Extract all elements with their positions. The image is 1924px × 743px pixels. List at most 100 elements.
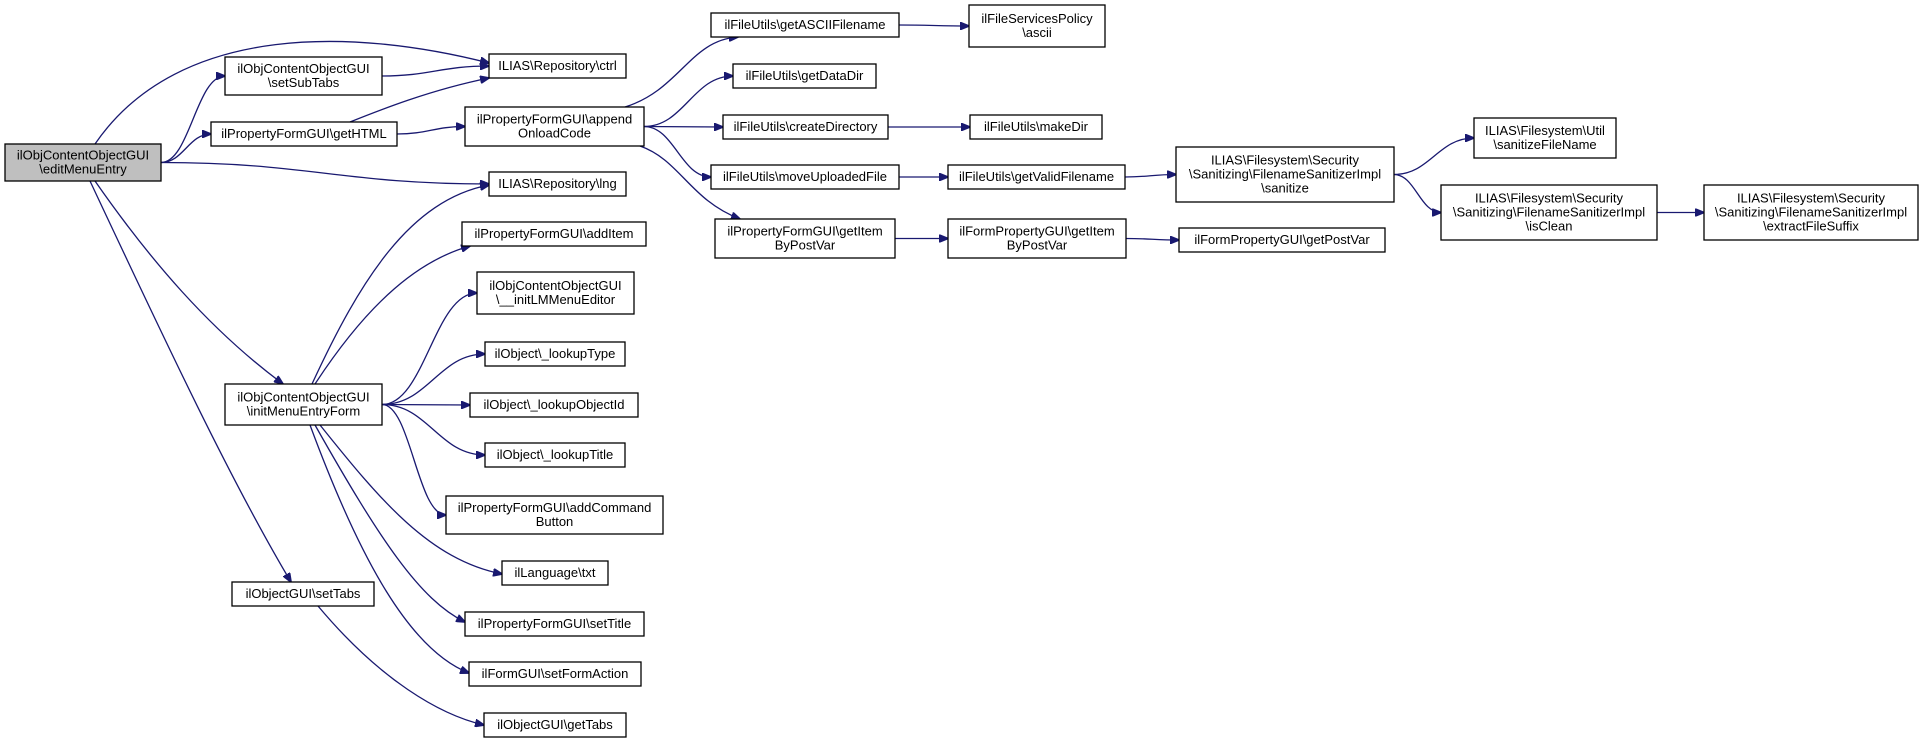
edge-getASCIIFilename-to-ascii [898, 25, 969, 26]
node-makeDir[interactable]: ilFileUtils\makeDir [969, 114, 1103, 140]
edge-getHTML-to-ctrl [349, 78, 489, 123]
node-box [464, 106, 645, 147]
node-label-line: ilFileUtils\makeDir [984, 119, 1089, 134]
edge-initMenuEntryForm-to-setFormAction [309, 424, 469, 673]
node-box [947, 164, 1126, 190]
node-box [468, 661, 642, 687]
node-initMenuEntryForm[interactable]: ilObjContentObjectGUI\initMenuEntryForm [224, 383, 383, 426]
node-label-line: ilPropertyFormGUI\setTitle [478, 616, 631, 631]
node-label-line: \Sanitizing\FilenameSanitizerImpl [1715, 205, 1907, 220]
node-lookupObjectId[interactable]: ilObject\_lookupObjectId [469, 392, 639, 418]
node-sanitize[interactable]: ILIAS\Filesystem\Security\Sanitizing\Fil… [1175, 146, 1395, 203]
edge-appendOnloadCode-to-getASCIIFilename [624, 37, 738, 108]
node-moveUploadedFile[interactable]: ilFileUtils\moveUploadedFile [710, 164, 900, 190]
node-box [710, 12, 900, 38]
node-setTitle[interactable]: ilPropertyFormGUI\setTitle [464, 611, 645, 637]
node-label-line: \setSubTabs [268, 75, 340, 90]
node-label-line: ilFileUtils\moveUploadedFile [723, 169, 887, 184]
node-txt[interactable]: ilLanguage\txt [501, 560, 609, 586]
node-label-line: ILIAS\Repository\ctrl [498, 58, 617, 73]
node-label-line: ilPropertyFormGUI\append [477, 112, 632, 127]
node-label-line: ilObjContentObjectGUI [237, 390, 369, 405]
node-box [488, 53, 627, 79]
node-ctrl[interactable]: ILIAS\Repository\ctrl [488, 53, 627, 79]
edge-appendOnloadCode-to-createDirectory [643, 127, 723, 128]
node-label-line: \__initLMMenuEditor [496, 292, 616, 307]
node-label-line: Button [536, 514, 574, 529]
node-getPostVar[interactable]: ilFormPropertyGUI\getPostVar [1178, 227, 1386, 253]
node-lng[interactable]: ILIAS\Repository\lng [488, 171, 627, 197]
node-isClean[interactable]: ILIAS\Filesystem\Security\Sanitizing\Fil… [1440, 184, 1658, 241]
node-box [231, 581, 375, 607]
node-box [1178, 227, 1386, 253]
node-label-line: ilObjContentObjectGUI [17, 148, 149, 163]
edge-initMenuEntryForm-to-addCommandButton [381, 403, 446, 516]
node-box [1175, 146, 1395, 203]
edge-getValidFilename-to-sanitize [1124, 175, 1176, 178]
node-label-line: ilPropertyFormGUI\getItem [727, 224, 882, 239]
edge-editMenuEntry-to-getHTML [160, 134, 211, 164]
node-getValidFilename[interactable]: ilFileUtils\getValidFilename [947, 164, 1126, 190]
node-label-line: ilFileUtils\createDirectory [734, 119, 878, 134]
node-label-line: ilLanguage\txt [515, 565, 596, 580]
edges-layer [89, 25, 1704, 725]
node-getTabs[interactable]: ilObjectGUI\getTabs [483, 712, 627, 738]
node-setTabs[interactable]: ilObjectGUI\setTabs [231, 581, 375, 607]
node-createDirectory[interactable]: ilFileUtils\createDirectory [722, 114, 889, 140]
edge-appendOnloadCode-to-getItemByPostVar [639, 145, 740, 219]
node-label-line: \extractFileSuffix [1763, 219, 1859, 234]
node-box [710, 164, 900, 190]
node-label-line: ilObjContentObjectGUI [237, 61, 369, 76]
node-lookupType[interactable]: ilObject\_lookupType [484, 341, 626, 367]
node-setFormAction[interactable]: ilFormGUI\setFormAction [468, 661, 642, 687]
node-ascii[interactable]: ilFileServicesPolicy\ascii [968, 4, 1106, 48]
node-extractFileSuffix[interactable]: ILIAS\Filesystem\Security\Sanitizing\Fil… [1703, 184, 1919, 241]
edge-editMenuEntry-to-setSubTabs [160, 76, 225, 164]
node-label-line: ilFormGUI\setFormAction [482, 666, 629, 681]
node-box [1440, 184, 1658, 241]
node-label-line: \editMenuEntry [39, 162, 127, 177]
node-label-line: ilObjectGUI\getTabs [497, 717, 613, 732]
edge-initMenuEntryForm-to-lng [311, 185, 489, 385]
node-label-line: \initMenuEntryForm [247, 404, 360, 419]
node-box [714, 218, 896, 259]
node-initLMMenuEditor[interactable]: ilObjContentObjectGUI\__initLMMenuEditor [476, 271, 635, 315]
node-label-line: \Sanitizing\FilenameSanitizerImpl [1189, 167, 1381, 182]
node-box [969, 114, 1103, 140]
node-label-line: ilFileServicesPolicy [981, 11, 1093, 26]
node-setSubTabs[interactable]: ilObjContentObjectGUI\setSubTabs [224, 56, 383, 96]
node-getASCIIFilename[interactable]: ilFileUtils\getASCIIFilename [710, 12, 900, 38]
node-label-line: ilFormPropertyGUI\getPostVar [1194, 232, 1370, 247]
node-label-line: ILIAS\Filesystem\Security [1475, 191, 1624, 206]
node-label-line: ByPostVar [775, 238, 836, 253]
node-box [4, 143, 162, 182]
node-getDataDir[interactable]: ilFileUtils\getDataDir [732, 63, 877, 89]
edge-initMenuEntryForm-to-lookupTitle [381, 403, 485, 456]
edge-formGetItemByPostVar-to-getPostVar [1125, 239, 1179, 241]
node-box [224, 56, 383, 96]
node-label-line: ilObject\_lookupType [495, 346, 616, 361]
node-box [488, 171, 627, 197]
edge-appendOnloadCode-to-moveUploadedFile [643, 125, 711, 178]
node-lookupTitle[interactable]: ilObject\_lookupTitle [484, 442, 626, 468]
node-label-line: ilObjContentObjectGUI [489, 278, 621, 293]
edge-initMenuEntryForm-to-lookupType [381, 354, 485, 406]
edge-editMenuEntry-to-lng [160, 161, 489, 185]
edge-setTabs-to-getTabs [317, 605, 484, 725]
node-sanitizeFileName[interactable]: ILIAS\Filesystem\Util\sanitizeFileName [1473, 117, 1617, 159]
node-addItem[interactable]: ilPropertyFormGUI\addItem [461, 221, 647, 247]
node-getHTML[interactable]: ilPropertyFormGUI\getHTML [210, 121, 398, 147]
node-editMenuEntry[interactable]: ilObjContentObjectGUI\editMenuEntry [4, 143, 162, 182]
node-box [469, 392, 639, 418]
node-label-line: ilFileUtils\getValidFilename [959, 169, 1114, 184]
edge-initMenuEntryForm-to-setTitle [314, 424, 465, 622]
node-label-line: OnloadCode [518, 126, 591, 141]
node-box [947, 218, 1127, 259]
node-label-line: ilFormPropertyGUI\getItem [959, 224, 1114, 239]
node-box [445, 495, 664, 535]
